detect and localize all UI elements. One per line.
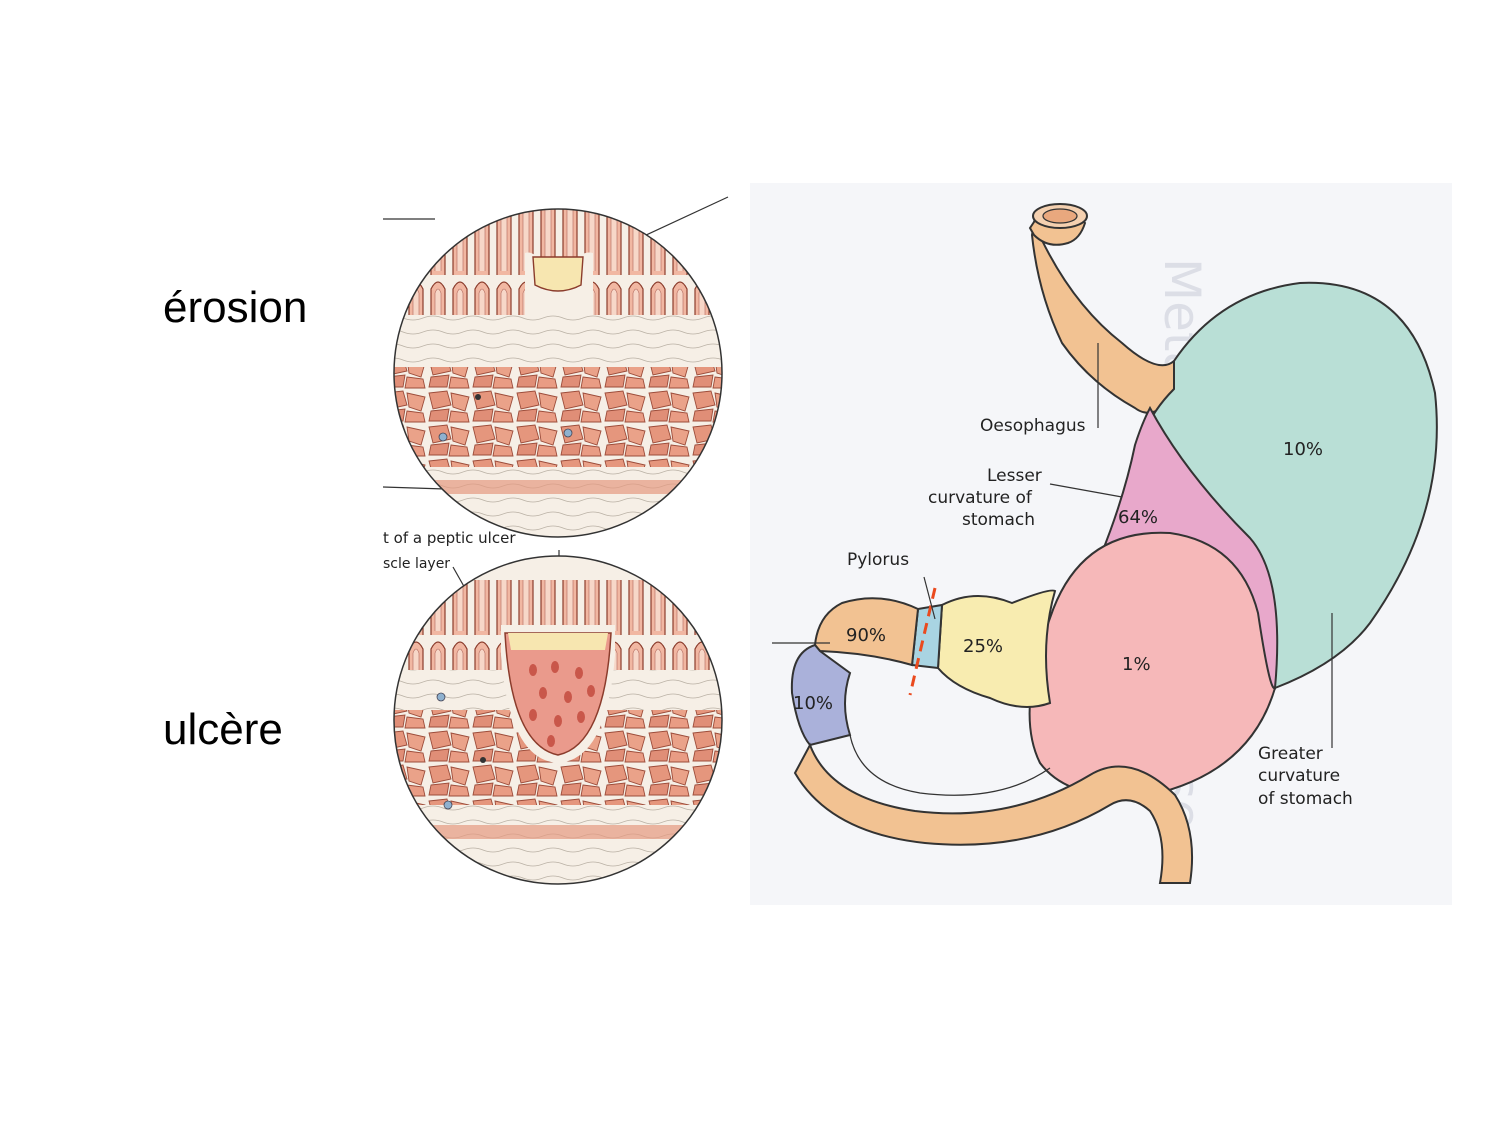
histology-panel: t of a peptic ulcer scle layer (382, 185, 730, 905)
pylorus-cut-line (908, 587, 937, 696)
greater-curvature-label-1: Greater (1258, 744, 1323, 764)
pct-fundus: 10% (1283, 439, 1323, 460)
oesophagus-label: Oesophagus (980, 416, 1086, 436)
lesser-curvature-label-1: Lesser (987, 466, 1042, 486)
caption-fragment: t of a peptic ulcer (383, 529, 516, 547)
ulcer-section (394, 556, 722, 884)
muscle-layer-label: scle layer (383, 556, 450, 572)
greater-curvature-label-2: curvature (1258, 766, 1340, 786)
pct-duodenal-bulb: 90% (846, 625, 886, 646)
erosion-label: érosion (163, 283, 308, 332)
duodenal-bulb (813, 597, 920, 667)
duodenum-blue-segment (790, 643, 852, 747)
erosion-section (394, 209, 722, 537)
antrum-region (936, 589, 1057, 708)
lesser-curvature-label-2: curvature of (928, 488, 1033, 508)
pct-lesser-curvature: 64% (1118, 507, 1158, 528)
greater-curvature-label-3: of stomach (1258, 789, 1353, 809)
ulcer-label: ulcère (163, 705, 283, 754)
pct-duodenum-distal: 10% (793, 693, 833, 714)
stomach-diagram-panel: Metabolic liver disease Oesophagus Lesse… (750, 183, 1452, 905)
stomach-body-region (1028, 531, 1276, 798)
lesser-curvature-label-3: stomach (962, 510, 1035, 530)
pct-body: 1% (1122, 654, 1151, 675)
duodenum-descending (793, 742, 1194, 884)
pct-antrum: 25% (963, 636, 1003, 657)
pylorus-label: Pylorus (847, 550, 909, 570)
